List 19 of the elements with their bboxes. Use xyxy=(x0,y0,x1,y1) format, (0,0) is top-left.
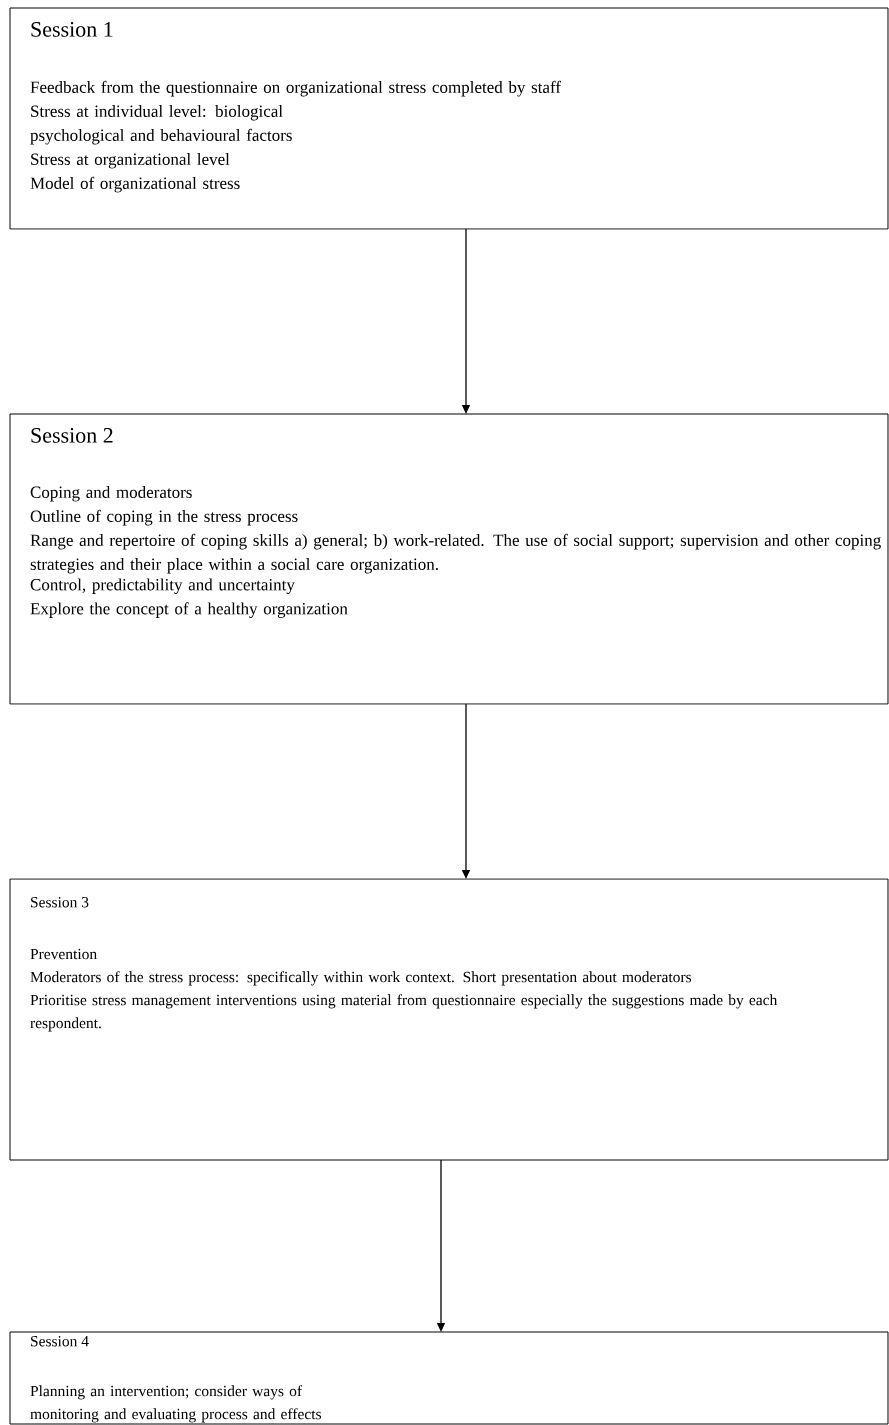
session-text: Model of organizational stress xyxy=(30,176,240,193)
session-heading: Session 2 xyxy=(31,428,113,443)
session-text: Moderators of the stress process: specifically within work context. Short presentation about moderators xyxy=(30,971,692,986)
session-heading: Session 4 xyxy=(31,1336,89,1347)
session-text: Coping and moderators xyxy=(30,486,192,502)
session-text: Prevention xyxy=(30,948,97,960)
session-text: Control, predictability and uncertainty xyxy=(30,578,295,594)
session-text: Stress at individual level: biological xyxy=(31,105,283,121)
session-text: monitoring and evaluating process and effects xyxy=(30,1408,321,1423)
session-text: Explore the concept of a healthy organization xyxy=(30,602,348,618)
session-text: Feedback from the questionnaire on organizational stress completed by staff xyxy=(30,80,561,97)
session-heading: Session 1 xyxy=(31,22,113,37)
session-text: Range and repertoire of coping skills a) general; b) work-related. The use of social support; supervision and other coping strategies and their place within a social care organization. xyxy=(30,533,881,574)
session-heading: Session 3 xyxy=(31,897,89,908)
session-text: psychological and behavioural factors xyxy=(30,128,292,145)
session-text: Planning an intervention; consider ways of xyxy=(30,1385,303,1400)
session-text: Stress at organizational level xyxy=(31,153,230,169)
session-text: Prioritise stress management interventions using material from questionnaire especially the suggestions made by each respondent. xyxy=(30,994,778,1032)
session-text: Outline of coping in the stress process xyxy=(30,509,298,526)
